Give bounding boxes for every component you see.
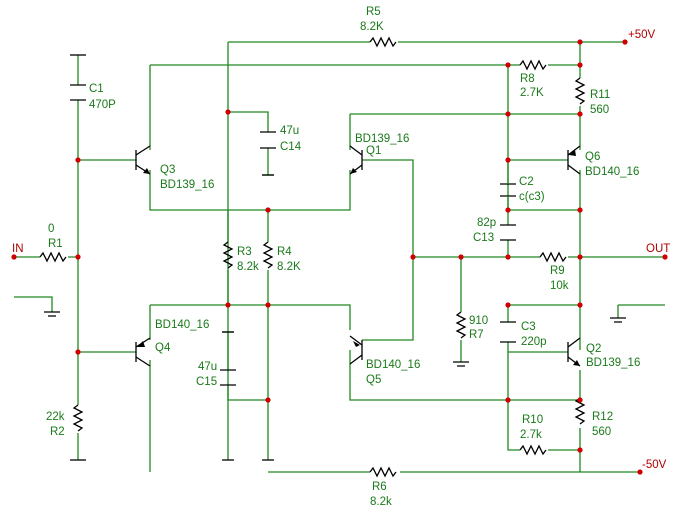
Q2-part: BD139_16 bbox=[586, 357, 640, 369]
Q5-ref: Q5 bbox=[366, 374, 381, 386]
R12-ref: R12 bbox=[592, 411, 613, 423]
R9-ref: R9 bbox=[550, 265, 565, 277]
R4-symbol bbox=[262, 241, 274, 269]
C14-symbol bbox=[260, 131, 276, 149]
Q4-symbol bbox=[135, 337, 151, 367]
output-label: OUT bbox=[646, 243, 670, 255]
R1-symbol bbox=[39, 251, 67, 263]
C13-symbol bbox=[500, 224, 516, 241]
R9-value: 10k bbox=[550, 280, 569, 292]
C13-ref: C13 bbox=[473, 232, 494, 244]
Q5-part: BD140_16 bbox=[366, 359, 420, 371]
R10-value: 2.7k bbox=[520, 429, 542, 441]
C1-value: 470P bbox=[89, 99, 116, 111]
R6-value: 8.2k bbox=[370, 496, 392, 508]
Q3-symbol bbox=[135, 145, 151, 175]
C1-ref: C1 bbox=[89, 83, 104, 95]
neg-rail-label: -50V bbox=[642, 459, 667, 471]
C2-value: c(c3) bbox=[519, 191, 545, 203]
R6-symbol bbox=[369, 466, 397, 478]
junctions bbox=[11, 39, 668, 475]
R2-ref: R2 bbox=[50, 426, 65, 438]
R5-ref: R5 bbox=[366, 6, 381, 18]
R9-symbol bbox=[539, 251, 567, 263]
R1-value: 0 bbox=[48, 223, 54, 235]
R12-symbol bbox=[574, 397, 586, 425]
R7-value: 910 bbox=[469, 315, 488, 327]
Q4-ref: Q4 bbox=[155, 342, 171, 354]
ground-icon bbox=[453, 361, 469, 367]
C13-value: 82p bbox=[477, 217, 496, 229]
R10-ref: R10 bbox=[522, 414, 543, 426]
Q4-part: BD140_16 bbox=[155, 319, 209, 331]
R10-symbol bbox=[519, 444, 547, 456]
transistors bbox=[135, 145, 581, 367]
Q5-symbol bbox=[349, 335, 363, 365]
R11-ref: R11 bbox=[590, 89, 610, 101]
R2-value: 22k bbox=[46, 411, 65, 423]
R5-symbol bbox=[369, 36, 397, 48]
R3-value: 8.2k bbox=[237, 261, 259, 273]
C2-ref: C2 bbox=[519, 176, 534, 188]
R1-ref: R1 bbox=[48, 238, 63, 250]
R12-value: 560 bbox=[592, 426, 611, 438]
C15-ref: C15 bbox=[196, 376, 217, 388]
Q6-symbol bbox=[567, 145, 581, 175]
R7-symbol bbox=[455, 311, 467, 339]
C3-symbol bbox=[500, 321, 516, 343]
R2-symbol bbox=[72, 404, 84, 432]
ground-icon bbox=[44, 311, 60, 317]
C3-value: 220p bbox=[521, 336, 547, 348]
R4-value: 8.2K bbox=[277, 261, 301, 273]
R3-symbol bbox=[222, 241, 234, 269]
Q3-ref: Q3 bbox=[160, 164, 175, 176]
C3-ref: C3 bbox=[521, 321, 536, 333]
R11-symbol bbox=[574, 77, 586, 105]
R4-ref: R4 bbox=[277, 246, 292, 258]
Q2-symbol bbox=[567, 337, 581, 367]
R7-ref: R7 bbox=[469, 329, 484, 341]
pos-rail-label: +50V bbox=[628, 29, 656, 41]
C15-symbol bbox=[220, 369, 236, 386]
R11-value: 560 bbox=[590, 104, 609, 116]
Q2-ref: Q2 bbox=[586, 343, 601, 355]
resistors bbox=[39, 36, 586, 478]
ground-icon bbox=[610, 317, 626, 323]
grounds bbox=[44, 54, 626, 461]
input-label: IN bbox=[12, 243, 24, 255]
R8-value: 2.7K bbox=[520, 87, 544, 99]
Q1-symbol bbox=[349, 145, 363, 175]
R5-value: 8.2K bbox=[360, 21, 384, 33]
R6-ref: R6 bbox=[372, 481, 387, 493]
Q6-part: BD140_16 bbox=[585, 166, 639, 178]
Q3-part: BD139_16 bbox=[160, 179, 214, 191]
Q1-ref: Q1 bbox=[366, 145, 381, 157]
R8-ref: R8 bbox=[520, 73, 535, 85]
C14-value: 47u bbox=[280, 125, 299, 137]
R8-symbol bbox=[519, 59, 547, 71]
R3-ref: R3 bbox=[237, 246, 252, 258]
Q6-ref: Q6 bbox=[585, 151, 600, 163]
C15-value: 47u bbox=[198, 361, 217, 373]
Q1-part: BD139_16 bbox=[355, 133, 409, 145]
labels: +50V -50V IN OUT R5 8.2K R6 8.2k C1 470P… bbox=[12, 6, 670, 508]
C1-symbol bbox=[70, 84, 86, 101]
C14-ref: C14 bbox=[280, 141, 302, 153]
